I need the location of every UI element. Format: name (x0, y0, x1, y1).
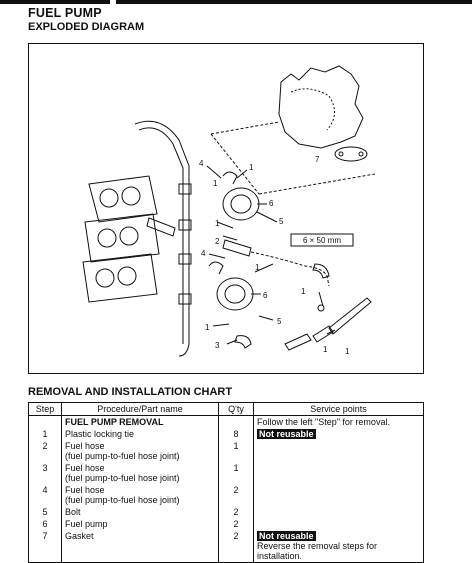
table-row: 4 Fuel hose(fuel pump-to-fuel hose joint… (28, 484, 424, 506)
fuel-hose-main (134, 120, 190, 357)
gasket-shape (334, 146, 368, 162)
callout-1e: 1 (301, 287, 306, 296)
callout-1a: 1 (249, 163, 254, 172)
chart-header-row: Step Procedure/Part name Q'ty Service po… (28, 402, 424, 416)
callout-5a: 5 (279, 217, 284, 226)
col-qty: Q'ty (218, 402, 254, 416)
carburetor-3 (82, 253, 158, 303)
not-reusable-badge: Not reusable (257, 531, 316, 541)
callout-1g: 1 (345, 347, 350, 356)
diagram-drawing: 4 1 1 6 7 1 5 2 4 1 6 1 1 5 3 1 1 6 × 50… (82, 65, 376, 357)
table-row: 2 Fuel hose(fuel pump-to-fuel hose joint… (28, 440, 424, 462)
exploded-diagram: 4 1 1 6 7 1 5 2 4 1 6 1 1 5 3 1 1 6 × 50… (28, 43, 424, 374)
callout-6b: 6 (263, 291, 268, 300)
carburetor-2 (84, 213, 160, 263)
table-row: 1 Plastic locking tie 8 Not reusable (28, 428, 424, 440)
hose-segment (146, 217, 176, 237)
table-row: 5 Bolt 2 (28, 506, 424, 518)
callout-1f: 1 (205, 323, 210, 332)
fuel-pump-lower (216, 277, 254, 311)
callout-1d: 1 (255, 263, 260, 272)
carburetor-1 (88, 175, 158, 223)
page-subtitle: EXPLODED DIAGRAM (28, 21, 145, 33)
callout-1b: 1 (213, 179, 218, 188)
table-row: 6 Fuel pump 2 (28, 518, 424, 530)
section-title: FUEL PUMP REMOVAL (61, 415, 219, 428)
crankcase-outline (278, 65, 364, 149)
fuel-filter-hose (328, 297, 372, 335)
spec-label: 6 × 50 mm (303, 236, 341, 245)
top-rule-gap (110, 0, 116, 4)
page-title: FUEL PUMP (28, 6, 102, 20)
table-row: 3 Fuel hose(fuel pump-to-fuel hose joint… (28, 462, 424, 484)
col-step: Step (28, 402, 62, 416)
callout-3: 3 (215, 341, 220, 350)
callout-4b: 4 (201, 249, 206, 258)
col-procedure: Procedure/Part name (61, 402, 219, 416)
installation-note: Reverse the removal steps for installati… (257, 541, 378, 561)
callout-2: 2 (215, 237, 220, 246)
callout-1h: 1 (323, 345, 328, 354)
section-row: FUEL PUMP REMOVAL Follow the left "Step"… (28, 415, 424, 428)
chart-heading: REMOVAL AND INSTALLATION CHART (28, 386, 233, 398)
callout-6a: 6 (269, 199, 274, 208)
col-service-points: Service points (253, 402, 424, 416)
callout-5b: 5 (277, 317, 282, 326)
top-rule (0, 0, 472, 4)
callout-1c: 1 (215, 219, 220, 228)
section-note: Follow the left "Step" for removal. (253, 415, 424, 428)
removal-chart: Step Procedure/Part name Q'ty Service po… (28, 402, 424, 563)
callout-4a: 4 (199, 159, 204, 168)
fuel-pump-upper (222, 187, 260, 221)
spec-box (290, 233, 354, 247)
callout-7: 7 (315, 155, 320, 164)
not-reusable-badge: Not reusable (257, 429, 316, 439)
